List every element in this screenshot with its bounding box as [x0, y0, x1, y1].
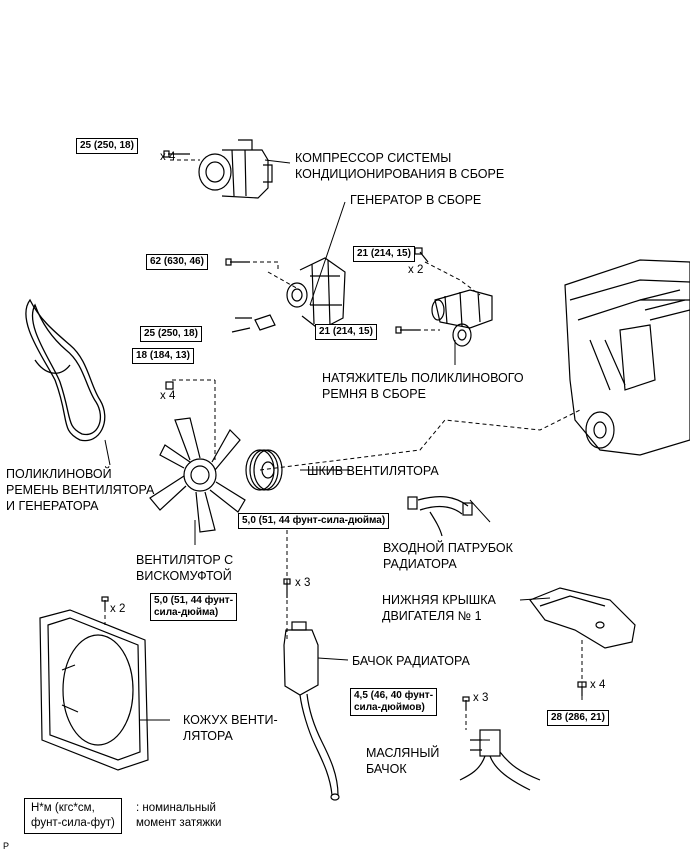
fan-shroud-drawing — [39, 609, 149, 771]
torque-oil-tank: 4,5 (46, 40 фунт- сила-дюймов) — [350, 688, 438, 716]
oil-tank-drawing — [459, 729, 541, 791]
label-engine-cover-line-2: ДВИГАТЕЛЯ № 1 — [382, 609, 482, 623]
label-fan-line-1: ВЕНТИЛЯТОР С — [136, 553, 234, 567]
label-belt-line-3: И ГЕНЕРАТОРА — [6, 499, 99, 513]
legend-description: : номинальный момент затяжки — [136, 801, 221, 831]
qty-reservoir: x 3 — [295, 577, 311, 589]
legend-unit-line-2: фунт-сила-фут) — [31, 817, 115, 829]
reservoir-drawing — [283, 621, 340, 801]
reservoir-bolt — [283, 578, 291, 598]
label-fan-shroud-line-2: ЛЯТОРА — [183, 729, 233, 743]
label-compressor-line-2: КОНДИЦИОНИРОВАНИЯ В СБОРЕ — [295, 167, 505, 181]
qty-fan-shroud: x 2 — [110, 603, 126, 615]
generator-bracket — [231, 314, 276, 333]
legend-unit-box: Н*м (кгс*см, фунт-сила-фут) — [24, 798, 122, 834]
label-engine-cover-line-1: НИЖНЯЯ КРЫШКА — [382, 593, 496, 607]
qty-oil-tank: x 3 — [473, 692, 489, 704]
torque-fan-shroud-line-1: 5,0 (51, 44 фунт- — [154, 595, 234, 606]
qty-generator: x 2 — [408, 264, 424, 276]
label-belt-line-1: ПОЛИКЛИНОВОЙ — [6, 467, 112, 481]
fan-drawing — [149, 417, 246, 533]
label-fan: ВЕНТИЛЯТОР С ВИСКОМУФТОЙ — [136, 552, 233, 584]
assembly-guide-lines — [104, 159, 583, 730]
engine-cover-drawing — [529, 587, 636, 649]
oil-tank-bolt — [462, 696, 470, 710]
qty-compressor: x 4 — [160, 151, 176, 163]
torque-tensioner: 21 (214, 15) — [315, 324, 377, 340]
label-tensioner-line-1: НАТЯЖИТЕЛЬ ПОЛИКЛИНОВОГО — [322, 371, 524, 385]
pulley-drawing — [245, 449, 283, 491]
label-engine-cover: НИЖНЯЯ КРЫШКА ДВИГАТЕЛЯ № 1 — [382, 592, 496, 624]
legend-description-line-2: момент затяжки — [136, 817, 222, 829]
label-generator: ГЕНЕРАТОР В СБОРЕ — [350, 193, 482, 207]
tensioner-drawing — [431, 289, 493, 347]
label-oil-tank-line-2: БАЧОК — [366, 762, 407, 776]
torque-generator-right: 21 (214, 15) — [353, 246, 415, 262]
fan-nut — [165, 381, 174, 390]
label-oil-tank: МАСЛЯНЫЙ БАЧОК — [366, 745, 439, 777]
generator-right-bolt — [414, 247, 429, 263]
torque-reservoir: 5,0 (51, 44 фунт-сила-дюйма) — [238, 513, 390, 529]
tensioner-bolt — [395, 326, 420, 334]
hose-drawing — [407, 496, 473, 537]
torque-engine-cover: 28 (286, 21) — [547, 710, 609, 726]
torque-fan-nut: 18 (184, 13) — [132, 348, 194, 364]
label-tensioner-line-2: РЕМНЯ В СБОРЕ — [322, 387, 426, 401]
qty-fan-nut: x 4 — [160, 390, 176, 402]
torque-fan-shroud-line-2: сила-дюйма) — [154, 607, 219, 618]
label-fan-shroud: КОЖУХ ВЕНТИ- ЛЯТОРА — [183, 712, 278, 744]
label-hose-line-1: ВХОДНОЙ ПАТРУБОК — [383, 541, 513, 555]
torque-generator-top: 62 (630, 46) — [146, 254, 208, 270]
label-compressor-line-1: КОМПРЕССОР СИСТЕМЫ — [295, 151, 452, 165]
belt-drawing — [25, 298, 106, 442]
label-fan-shroud-line-1: КОЖУХ ВЕНТИ- — [183, 713, 278, 727]
label-fan-line-2: ВИСКОМУФТОЙ — [136, 569, 232, 583]
compressor-drawing — [198, 139, 273, 199]
torque-oil-tank-line-1: 4,5 (46, 40 фунт- — [354, 690, 434, 701]
legend-description-line-1: : номинальный — [136, 802, 216, 814]
engine-cover-bolt — [577, 681, 587, 696]
torque-oil-tank-line-2: сила-дюймов) — [354, 702, 425, 713]
torque-generator-bracket: 25 (250, 18) — [140, 326, 202, 342]
corner-mark: P — [3, 841, 10, 851]
label-hose-line-2: РАДИАТОРА — [383, 557, 457, 571]
label-hose: ВХОДНОЙ ПАТРУБОК РАДИАТОРА — [383, 540, 513, 572]
compressor-bolt — [163, 150, 190, 158]
generator-top-bolt — [225, 258, 250, 266]
label-oil-tank-line-1: МАСЛЯНЫЙ — [366, 746, 440, 760]
label-pulley: ШКИВ ВЕНТИЛЯТОРА — [307, 464, 439, 478]
label-belt: ПОЛИКЛИНОВОЙ РЕМЕНЬ ВЕНТИЛЯТОРА И ГЕНЕРА… — [6, 466, 154, 514]
legend-unit-line-1: Н*м (кгс*см, — [31, 802, 95, 814]
generator-drawing — [286, 257, 346, 331]
torque-fan-shroud: 5,0 (51, 44 фунт- сила-дюйма) — [150, 593, 238, 621]
qty-engine-cover: x 4 — [590, 679, 606, 691]
label-compressor: КОМПРЕССОР СИСТЕМЫ КОНДИЦИОНИРОВАНИЯ В С… — [295, 150, 504, 182]
shroud-bolt — [101, 596, 109, 610]
label-belt-line-2: РЕМЕНЬ ВЕНТИЛЯТОРА — [6, 483, 155, 497]
torque-compressor: 25 (250, 18) — [76, 138, 138, 154]
label-tensioner: НАТЯЖИТЕЛЬ ПОЛИКЛИНОВОГО РЕМНЯ В СБОРЕ — [322, 370, 524, 402]
engine-drawing — [564, 259, 690, 456]
label-reservoir: БАЧОК РАДИАТОРА — [352, 654, 470, 668]
